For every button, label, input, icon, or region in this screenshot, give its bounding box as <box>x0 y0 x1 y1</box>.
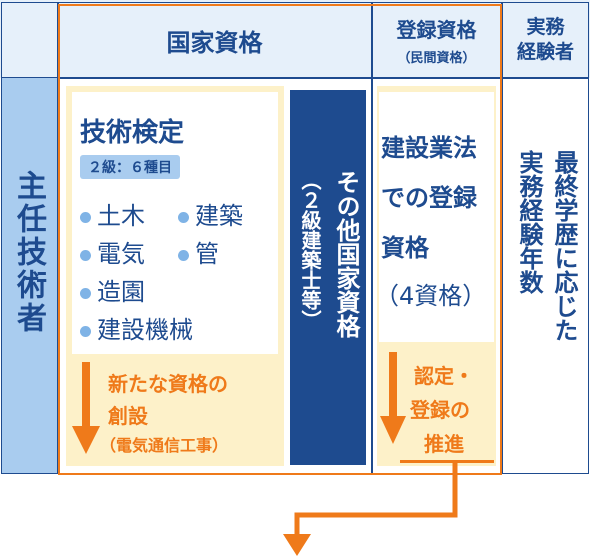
left-label: 主任技術者 <box>11 170 46 335</box>
col-divider-2 <box>371 2 373 474</box>
bullet-icon <box>80 211 91 223</box>
orange-frame <box>58 4 502 475</box>
gijutsu-item-3: 電気 <box>80 234 145 269</box>
registered-line3: 資格 <box>381 234 429 262</box>
registered-line4: （4資格） <box>375 282 487 310</box>
arrow-down-icon <box>380 352 406 448</box>
header-registered-title: 登録資格 <box>396 18 477 42</box>
item-label: 建築 <box>195 202 243 230</box>
gijutsu-title: 技術検定 <box>80 118 185 148</box>
bullet-icon <box>80 249 91 261</box>
promo-line3: 推進 <box>424 432 464 456</box>
promo-line1: 認定・ <box>414 364 474 388</box>
header-registered-sub: （民間資格） <box>397 51 476 66</box>
bullet-icon <box>178 211 189 223</box>
header-divider <box>1 77 589 79</box>
gijutsu-badge: ２級：６種目 <box>80 155 180 179</box>
gijutsu-box <box>72 92 278 354</box>
promo-line2: 登録の <box>410 398 470 422</box>
header-registered: 登録資格 （民間資格） <box>372 2 501 78</box>
gijutsu-item-1: 土木 <box>80 196 145 231</box>
gijutsu-item-2: 建築 <box>178 196 243 231</box>
other-national-line2: （２級建築士等） <box>298 170 322 330</box>
experience-line1: 最終学歴に応じた <box>550 150 578 342</box>
gijutsu-item-6: 建設機械 <box>80 310 193 345</box>
header-row <box>0 0 590 78</box>
header-experience: 実務 経験者 <box>516 16 574 63</box>
header-national: 国家資格 <box>166 28 263 57</box>
other-national-box <box>290 90 366 465</box>
registered-line2: での登録 <box>381 184 477 212</box>
new-cert-line3: （電気通信工事） <box>100 436 229 455</box>
gijutsu-item-4: 管 <box>178 234 219 269</box>
registered-line1: 建設業法 <box>381 134 477 162</box>
left-label-bg <box>2 78 57 473</box>
experience-line2: 実務経験年数 <box>515 150 543 294</box>
gijutsu-item-5: 造園 <box>80 272 145 307</box>
item-label: 土木 <box>97 202 145 230</box>
item-label: 建設機械 <box>97 316 193 344</box>
other-national-line1: その他国家資格 <box>332 170 360 338</box>
col-divider-1 <box>57 2 59 474</box>
bullet-icon <box>178 249 189 261</box>
item-label: 造園 <box>97 278 145 306</box>
item-label: 電気 <box>97 240 145 268</box>
promo-underline <box>400 460 494 463</box>
arrow-down-icon <box>72 362 100 458</box>
new-cert-line1: 新たな資格の <box>108 372 228 396</box>
bullet-icon <box>80 325 91 337</box>
item-label: 管 <box>195 240 219 268</box>
registered-box <box>379 92 494 342</box>
new-cert-line2: 創設 <box>108 404 148 428</box>
bullet-icon <box>80 287 91 299</box>
